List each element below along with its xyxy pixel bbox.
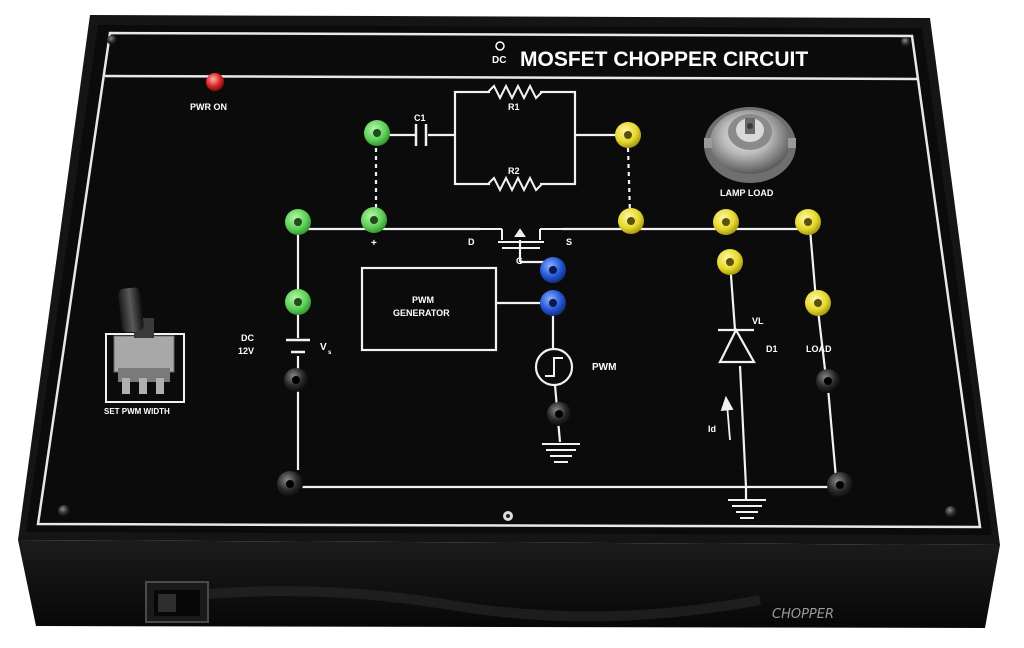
terminal-green-capacitor[interactable] bbox=[364, 120, 390, 146]
pwm-generator-label: GENERATOR bbox=[393, 308, 450, 318]
drain-label: D bbox=[468, 237, 475, 247]
resistor-symbol-icon bbox=[487, 83, 543, 101]
terminal-green-bus[interactable] bbox=[361, 207, 387, 233]
load-label: LOAD bbox=[806, 344, 832, 354]
case-label: CHOPPER bbox=[772, 607, 834, 622]
screw-icon bbox=[945, 506, 957, 518]
pwm-label: PWM bbox=[592, 362, 616, 373]
terminal-black-load[interactable] bbox=[816, 369, 840, 393]
terminal-black-pwm-ground[interactable] bbox=[547, 402, 571, 426]
terminal-blue-gate[interactable] bbox=[540, 257, 566, 283]
r1-label: R1 bbox=[508, 102, 520, 112]
capacitor-symbol-icon bbox=[414, 124, 428, 146]
r2-label: R2 bbox=[508, 166, 520, 176]
terminal-green-top-left[interactable] bbox=[285, 209, 311, 235]
source-label: S bbox=[566, 237, 572, 247]
vs-label: V bbox=[320, 342, 327, 353]
terminal-yellow-snubber[interactable] bbox=[615, 122, 641, 148]
lamp-load-label: LAMP LOAD bbox=[720, 188, 774, 198]
potentiometer-knob-icon[interactable] bbox=[118, 287, 144, 333]
pwm-waveform-icon bbox=[534, 347, 574, 387]
terminal-yellow-load-top[interactable] bbox=[795, 209, 821, 235]
ground-symbol-icon bbox=[728, 499, 766, 519]
d1-label: D1 bbox=[766, 344, 778, 354]
set-pwm-width-label: SET PWM WIDTH bbox=[104, 407, 170, 416]
power-switch-icon[interactable] bbox=[145, 581, 209, 623]
screw-icon bbox=[901, 37, 911, 47]
battery-symbol-icon bbox=[286, 338, 310, 354]
terminal-yellow-vl[interactable] bbox=[717, 249, 743, 275]
ground-symbol-icon bbox=[542, 443, 580, 463]
terminal-black-ground-left[interactable] bbox=[277, 471, 303, 497]
screw-icon bbox=[107, 35, 117, 45]
panel-title: MOSFET CHOPPER CIRCUIT bbox=[520, 48, 808, 71]
dc-logo: DC bbox=[492, 41, 506, 66]
terminal-blue-pwm[interactable] bbox=[540, 290, 566, 316]
terminal-black-supply[interactable] bbox=[284, 368, 308, 392]
pwm-generator-label: PWM bbox=[412, 295, 434, 305]
power-led-icon bbox=[206, 73, 224, 91]
pwm-width-potentiometer[interactable] bbox=[105, 287, 185, 403]
id-label: Id bbox=[708, 424, 716, 434]
vl-label: VL bbox=[752, 316, 764, 326]
plus-label: + bbox=[371, 238, 377, 249]
gate-label: G bbox=[516, 256, 523, 266]
vs-subscript: s bbox=[328, 350, 332, 356]
pwm-generator-block bbox=[360, 266, 498, 352]
diode-symbol-icon bbox=[718, 327, 756, 364]
mosfet-symbol-icon bbox=[480, 228, 562, 249]
svg-text:DC: DC bbox=[492, 55, 506, 66]
terminal-yellow-source[interactable] bbox=[618, 208, 644, 234]
c1-label: C1 bbox=[414, 113, 426, 123]
terminal-green-supply[interactable] bbox=[285, 289, 311, 315]
terminal-yellow-load[interactable] bbox=[805, 290, 831, 316]
screw-icon bbox=[58, 505, 70, 517]
current-arrow-icon bbox=[720, 395, 734, 441]
terminal-yellow-vl-top[interactable] bbox=[713, 209, 739, 235]
lamp-socket-icon[interactable] bbox=[704, 107, 796, 183]
resistor-symbol-icon bbox=[487, 175, 543, 193]
terminal-black-ground-right[interactable] bbox=[827, 472, 853, 498]
12v-label: 12V bbox=[238, 346, 254, 356]
pwr-on-label: PWR ON bbox=[190, 102, 227, 112]
dc-label: DC bbox=[241, 333, 254, 343]
